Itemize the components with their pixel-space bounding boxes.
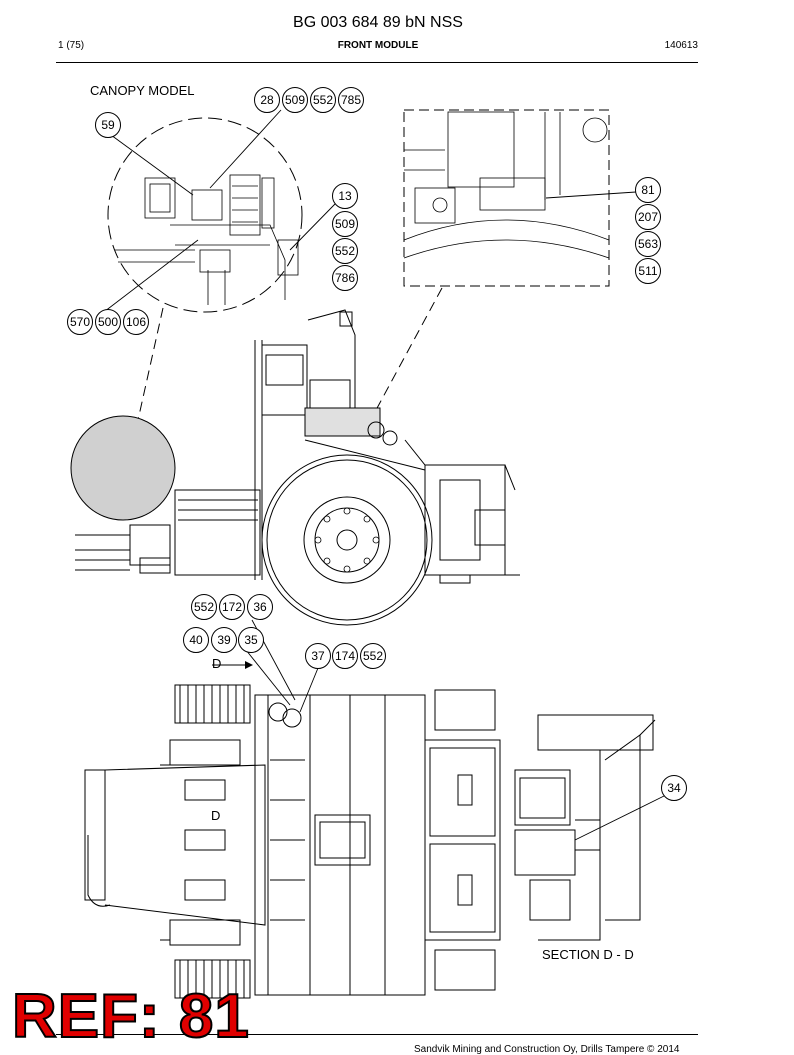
section-label: SECTION D - D: [542, 947, 634, 962]
callout-174: 174: [332, 643, 358, 669]
canopy-detail-circle: [107, 117, 303, 313]
callout-552-d: 552: [360, 643, 386, 669]
ref-stamp: REF: 81: [11, 982, 250, 1051]
callout-13: 13: [332, 183, 358, 209]
callout-59: 59: [95, 112, 121, 138]
leader-lines: [95, 109, 665, 841]
callout-552: 552: [310, 87, 336, 113]
side-view: [75, 309, 520, 626]
callout-106: 106: [123, 309, 149, 335]
section-marker-d-upper: D: [212, 656, 222, 671]
callout-36: 36: [247, 594, 273, 620]
callout-37: 37: [305, 643, 331, 669]
detail-81-frame: [403, 109, 610, 287]
document-date: 140613: [664, 40, 698, 51]
callout-40: 40: [183, 627, 209, 653]
module-title: FRONT MODULE: [337, 40, 419, 51]
callout-552-c: 552: [191, 594, 217, 620]
callout-511: 511: [635, 258, 661, 284]
document-number: BG 003 684 89 bN NSS: [293, 14, 463, 31]
page-number: 1 (75): [58, 40, 85, 51]
top-view: [84, 684, 501, 999]
callout-552-b: 552: [332, 238, 358, 264]
callout-81: 81: [635, 177, 661, 203]
callout-509-b: 509: [332, 211, 358, 237]
callout-28: 28: [254, 87, 280, 113]
callout-34: 34: [661, 775, 687, 801]
footer-rule: [56, 1034, 698, 1035]
section-marker-d-lower: D: [211, 808, 221, 823]
callout-172: 172: [219, 594, 245, 620]
callout-509: 509: [282, 87, 308, 113]
canopy-model-label: CANOPY MODEL: [90, 83, 195, 98]
callout-785: 785: [338, 87, 364, 113]
detail-81-content: [403, 111, 610, 259]
section-d-d-view: [514, 714, 656, 941]
header-rule: [56, 62, 698, 63]
callout-207: 207: [635, 204, 661, 230]
callout-500: 500: [95, 309, 121, 335]
callout-35: 35: [238, 627, 264, 653]
callout-39: 39: [211, 627, 237, 653]
canopy-valve-block: [115, 174, 299, 305]
callout-786: 786: [332, 265, 358, 291]
callout-570: 570: [67, 309, 93, 335]
copyright-footer: Sandvik Mining and Construction Oy, Dril…: [414, 1044, 680, 1055]
callout-563: 563: [635, 231, 661, 257]
